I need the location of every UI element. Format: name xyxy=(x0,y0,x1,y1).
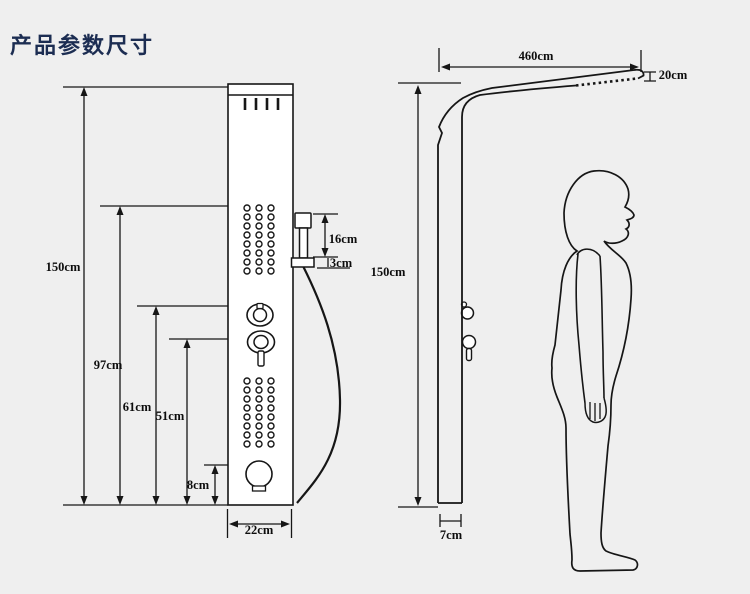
upper-spray-grid xyxy=(243,204,275,275)
shower-hose xyxy=(296,265,342,504)
upper-knob xyxy=(246,302,274,327)
side-panel-profile xyxy=(437,68,645,504)
dim-panel-depth: 7cm xyxy=(439,528,463,542)
tub-spout xyxy=(245,460,273,492)
front-panel xyxy=(227,83,294,506)
dim-hand-shower-length: 16cm xyxy=(328,232,358,246)
lower-spray-grid xyxy=(243,377,275,448)
front-view-dimension-lines xyxy=(63,86,350,538)
dim-lower-knob-height: 51cm xyxy=(155,409,185,423)
side-panel-knobs xyxy=(460,301,477,362)
dim-front-total-height: 150cm xyxy=(45,260,81,274)
person-figure xyxy=(550,169,639,572)
dim-shower-head-width: 20cm xyxy=(658,68,688,82)
dim-bracket-gap: 3cm xyxy=(329,256,353,270)
side-view-dimension-lines xyxy=(398,48,656,527)
lower-knob xyxy=(246,330,276,367)
page-title: 产品参数尺寸 xyxy=(10,34,155,59)
dim-side-total-height: 150cm xyxy=(370,265,406,279)
dim-upper-knob-height: 61cm xyxy=(122,400,152,414)
dim-hand-shower-height: 97cm xyxy=(93,358,123,372)
hand-shower xyxy=(290,212,315,268)
dim-panel-width: 22cm xyxy=(244,523,274,537)
dim-arm-length: 460cm xyxy=(518,49,554,63)
dim-spout-height: 8cm xyxy=(186,478,210,492)
